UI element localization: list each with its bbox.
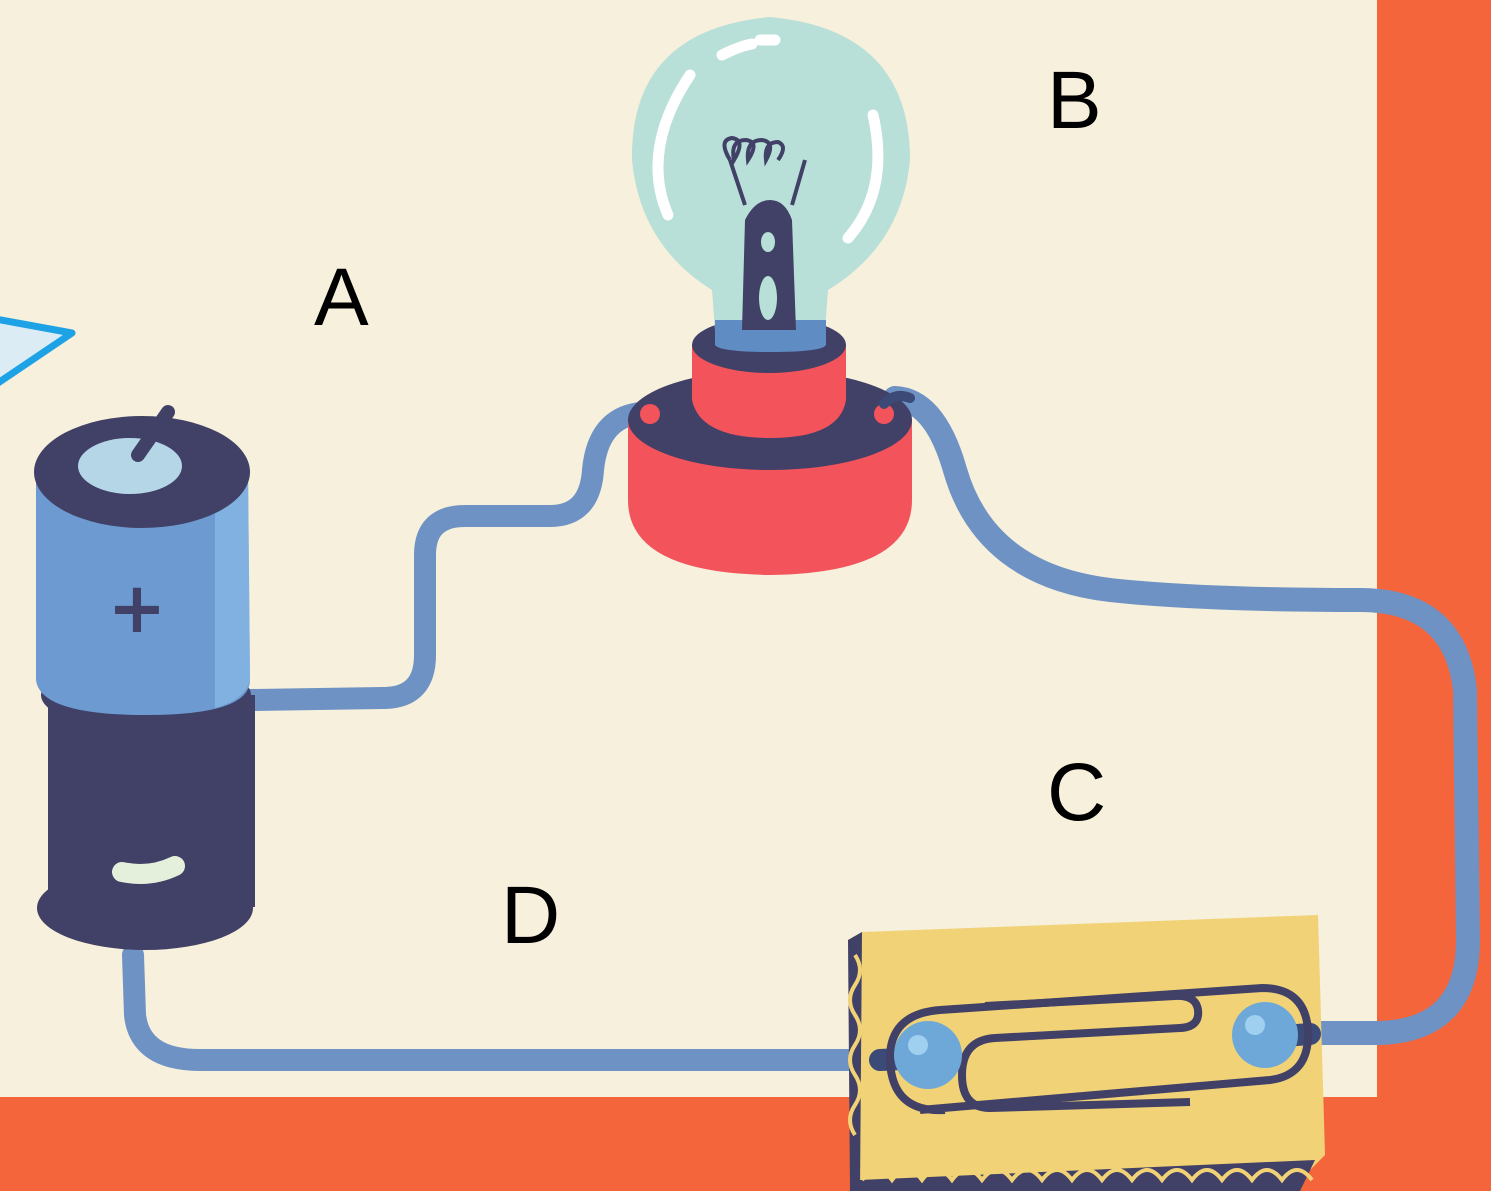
switch-contact-right [1232, 1002, 1298, 1068]
light-bulb-icon [631, 17, 910, 352]
battery-icon: + [34, 405, 255, 950]
wire-a [239, 402, 651, 711]
pointer-arrow-icon [0, 316, 76, 386]
label-c: C [1047, 747, 1107, 838]
label-d: D [501, 870, 561, 961]
wires [122, 386, 1480, 1071]
battery-minus-sign [112, 856, 185, 884]
battery-plus-sign: + [108, 567, 167, 649]
label-a: A [314, 252, 369, 343]
label-b: B [1047, 55, 1102, 146]
paper-clip-switch-icon [848, 915, 1325, 1191]
wire-d [122, 944, 931, 1071]
switch-contact-left [894, 1021, 962, 1089]
wire-b [883, 386, 1480, 1045]
